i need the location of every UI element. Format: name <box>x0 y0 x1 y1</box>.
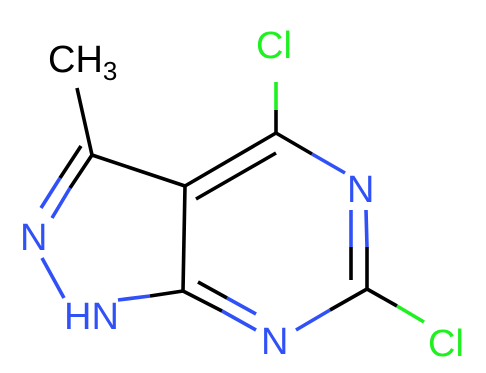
bond-group <box>39 82 425 332</box>
bond-c3-n2-a <box>68 154 94 189</box>
bond-n5-c6-a-n <box>364 209 369 248</box>
bond-n1-c7a <box>149 289 184 298</box>
atom-methyl: CH3 <box>48 39 117 86</box>
atom-cl-top: Cl <box>256 25 292 67</box>
atom-label-group: Cl Cl N N N HN CH3 <box>20 25 464 365</box>
atom-cl-bottom: Cl <box>428 323 464 365</box>
bond-c3-n2-b <box>58 145 83 179</box>
bond-c6-cl-cl <box>396 304 425 324</box>
bond-c6-n7-c <box>329 287 368 312</box>
bond-c3a-c4-b <box>195 151 277 201</box>
bond-c4-n5-n <box>311 152 346 175</box>
atom-n-ring-right: N <box>347 169 374 211</box>
bond-c6-n7-n <box>295 308 331 332</box>
bond-n1-c7a-n <box>117 294 151 302</box>
atom-n-pyrazole: N <box>20 217 47 259</box>
bond-n7-c7a-b-n <box>226 296 257 316</box>
bond-n7-c7a-a <box>182 289 223 313</box>
bond-c3-n2-a-n <box>50 187 72 219</box>
bond-methyl-c3 <box>75 87 94 156</box>
atom-n-ring-bottom: N <box>261 321 288 363</box>
bond-n7-c7a-a-n <box>221 309 257 332</box>
atom-methyl-subscript: 3 <box>103 56 117 86</box>
bond-c4-n5-c <box>275 131 313 156</box>
bond-c6-cl-c <box>366 287 398 308</box>
bond-c3a-c7a <box>181 185 187 292</box>
bond-c3-c3a <box>91 153 186 188</box>
bond-c3a-c4-a <box>184 131 277 188</box>
bond-n2-n1 <box>40 257 66 299</box>
bond-c3-n2-b-n <box>39 177 62 209</box>
atom-methyl-label: CH <box>48 39 103 81</box>
atom-nh-pyrazole: HN <box>64 296 119 338</box>
bond-n7-c7a-b <box>197 280 228 300</box>
